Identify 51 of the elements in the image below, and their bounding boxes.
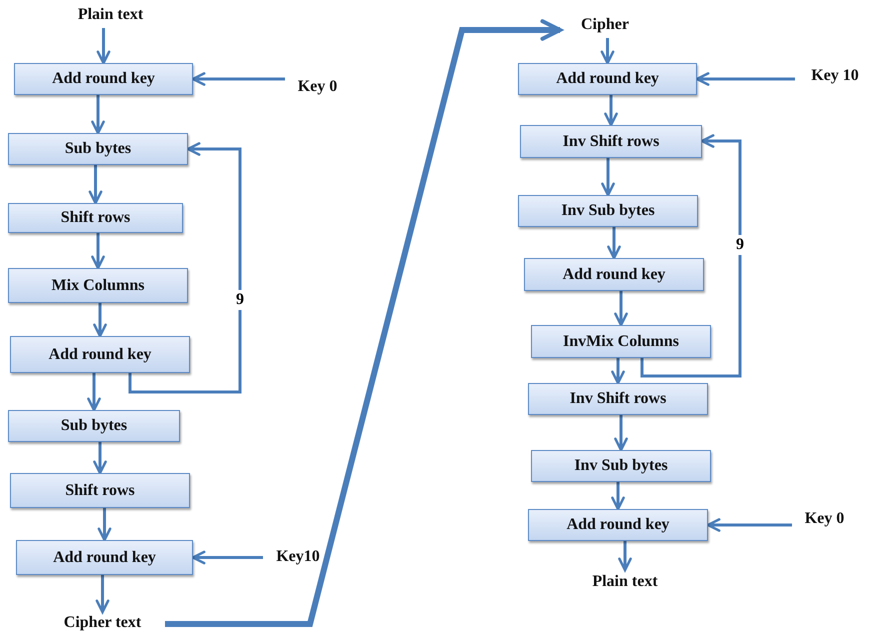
arrow <box>93 442 107 474</box>
process-box: InvMix Columns <box>531 325 711 358</box>
edge-label: 9 <box>235 290 245 310</box>
process-box: Inv Shift rows <box>520 125 702 158</box>
text-label: Key 10 <box>795 65 875 87</box>
arrow <box>192 550 263 564</box>
arrow <box>192 72 285 86</box>
process-box: Add round key <box>518 63 697 95</box>
process-box: Add round key <box>524 258 704 291</box>
arrow <box>96 575 110 614</box>
arrow <box>98 508 112 542</box>
arrow <box>87 373 101 412</box>
text-label: Cipher text <box>40 612 165 633</box>
process-box: Add round key <box>16 540 193 575</box>
arrow <box>96 28 110 64</box>
arrow <box>91 233 105 270</box>
text-label: Key 0 <box>285 76 350 98</box>
arrow <box>640 134 742 378</box>
arrow <box>611 482 625 510</box>
text-label: Key10 <box>263 546 333 568</box>
process-box: Inv Sub bytes <box>531 450 711 482</box>
arrow <box>601 158 615 196</box>
edge-label: 9 <box>735 235 745 255</box>
process-box: Mix Columns <box>8 268 188 303</box>
process-box: Shift rows <box>8 203 183 233</box>
process-box: Shift rows <box>10 473 190 508</box>
arrow <box>696 72 795 86</box>
process-box: Sub bytes <box>8 410 180 442</box>
text-label: Plain text <box>570 570 680 594</box>
process-box: Sub bytes <box>8 133 188 165</box>
arrow <box>607 227 621 260</box>
process-box: Add round key <box>10 336 190 373</box>
text-label: Key 0 <box>792 508 857 530</box>
process-box: Add round key <box>14 63 193 95</box>
arrow <box>604 95 618 126</box>
arrow <box>88 165 102 204</box>
process-box: Inv Sub bytes <box>518 195 698 227</box>
arrow <box>93 303 107 338</box>
text-label: Cipher <box>560 12 650 38</box>
arrow <box>165 19 562 627</box>
text-label: Plain text <box>48 2 173 28</box>
process-box: Inv Shift rows <box>528 383 708 415</box>
arrow <box>614 415 628 452</box>
process-box: Add round key <box>528 509 708 541</box>
arrow <box>611 358 625 384</box>
arrow <box>128 142 242 394</box>
arrow <box>614 291 628 326</box>
arrow <box>600 38 614 64</box>
arrow <box>706 518 792 532</box>
arrow <box>91 95 105 134</box>
arrow <box>618 541 632 572</box>
